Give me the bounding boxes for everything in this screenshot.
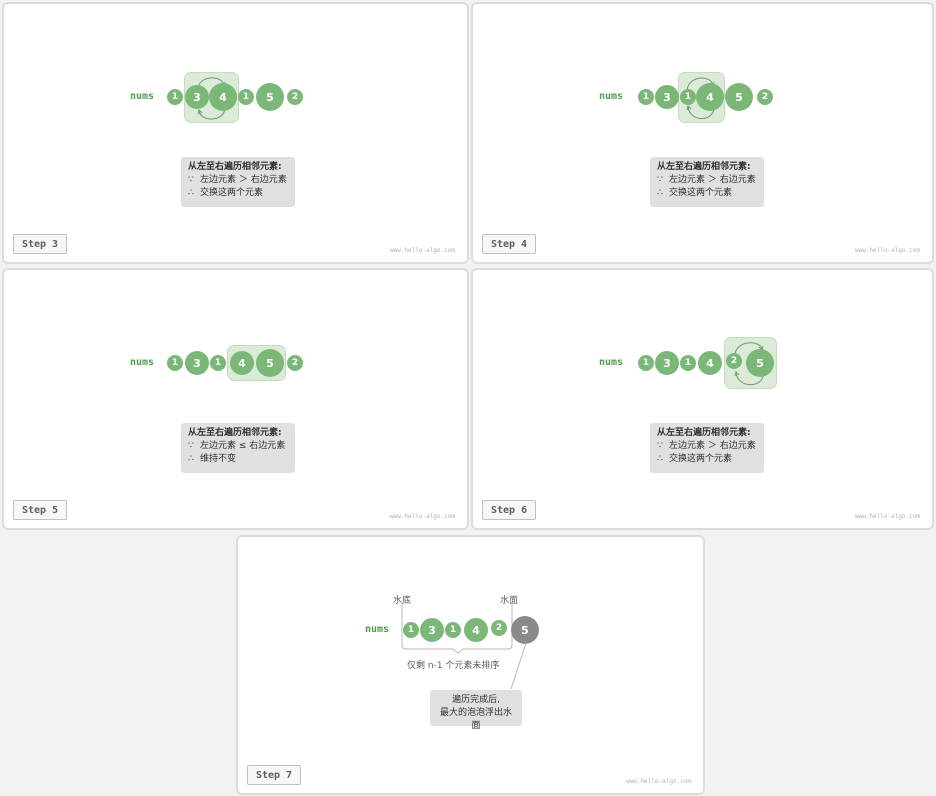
step-5-panel: nums 1 3 1 4 5 2 从左至右遍历相邻元素: ∵ 左边元素 ≤ 右边元… — [2, 268, 469, 530]
because-symbol: ∵ — [657, 441, 663, 451]
nums-label: nums — [130, 357, 155, 368]
surface-label: 水面 — [500, 596, 519, 606]
because-symbol: ∵ — [188, 175, 194, 185]
step-5-button[interactable]: Step 5 — [13, 500, 67, 520]
note-condition: 左边元素 ≤ 右边元素 — [200, 441, 286, 451]
array-element-compared-left: 4 — [230, 351, 254, 375]
watermark: www.hello-algo.com — [854, 513, 920, 520]
remaining-unsorted-label: 仅剩 n-1 个元素未排序 — [407, 661, 500, 671]
note-condition: 左边元素 ＞ 右边元素 — [669, 175, 756, 185]
note-title: 从左至右遍历相邻元素: — [188, 162, 282, 172]
array-element-compared-right: 5 — [256, 349, 284, 377]
array-element: 3 — [185, 351, 209, 375]
nums-label: nums — [365, 624, 390, 635]
array-element: 1 — [403, 622, 419, 638]
array-element: 4 — [698, 351, 722, 375]
nums-label: nums — [599, 91, 624, 102]
note-result: 交换这两个元素 — [200, 188, 264, 198]
completion-note-line1: 遍历完成后, — [452, 695, 500, 705]
comparison-note: 从左至右遍历相邻元素: ∵ 左边元素 ＞ 右边元素 ∴ 交换这两个元素 — [650, 423, 764, 473]
max-bubble-element: 5 — [511, 616, 539, 644]
array-element: 3 — [655, 351, 679, 375]
note-condition: 左边元素 ＞ 右边元素 — [669, 441, 756, 451]
therefore-symbol: ∴ — [657, 188, 663, 198]
unsorted-range-bracket — [401, 603, 513, 654]
array-element: 1 — [638, 355, 654, 371]
step-3-button[interactable]: Step 3 — [13, 234, 67, 254]
step-4-panel: nums 1 3 1 4 5 2 从左至右遍历相邻元素: ∵ 左边元素 ＞ 右边元… — [471, 2, 934, 264]
array-element: 4 — [464, 618, 488, 642]
array-element-compared-right: 4 — [209, 83, 237, 111]
comparison-note: 从左至右遍历相邻元素: ∵ 左边元素 ＞ 右边元素 ∴ 交换这两个元素 — [650, 157, 764, 207]
note-title: 从左至右遍历相邻元素: — [657, 428, 751, 438]
array-element: 1 — [167, 355, 183, 371]
array-element: 3 — [655, 85, 679, 109]
array-element: 5 — [256, 83, 284, 111]
watermark: www.hello-algo.com — [389, 247, 455, 254]
watermark: www.hello-algo.com — [854, 247, 920, 254]
array-element: 1 — [680, 355, 696, 371]
array-element: 1 — [167, 89, 183, 105]
watermark: www.hello-algo.com — [389, 513, 455, 520]
note-title: 从左至右遍历相邻元素: — [657, 162, 751, 172]
therefore-symbol: ∴ — [188, 188, 194, 198]
note-result: 交换这两个元素 — [669, 454, 733, 464]
array-element: 2 — [287, 89, 303, 105]
array-element: 1 — [445, 622, 461, 638]
array-element-compared-right: 5 — [746, 349, 774, 377]
array-element: 3 — [420, 618, 444, 642]
comparison-note: 从左至右遍历相邻元素: ∵ 左边元素 ＞ 右边元素 ∴ 交换这两个元素 — [181, 157, 295, 207]
note-condition: 左边元素 ＞ 右边元素 — [200, 175, 287, 185]
array-element-compared-left: 2 — [726, 353, 742, 369]
step-7-panel: 水底 水面 nums 1 3 1 4 2 5 仅剩 n-1 个元素未排序 遍历完… — [236, 535, 705, 795]
note-title: 从左至右遍历相邻元素: — [188, 428, 282, 438]
nums-label: nums — [599, 357, 624, 368]
therefore-symbol: ∴ — [188, 454, 194, 464]
array-element-compared-right: 4 — [696, 83, 724, 111]
note-result: 交换这两个元素 — [669, 188, 733, 198]
step-6-button[interactable]: Step 6 — [482, 500, 536, 520]
nums-label: nums — [130, 91, 155, 102]
completion-note: 遍历完成后, 最大的泡泡浮出水面 — [430, 690, 522, 731]
because-symbol: ∵ — [188, 441, 194, 451]
step-4-button[interactable]: Step 4 — [482, 234, 536, 254]
step-3-panel: nums 1 3 4 1 5 2 从左至右遍历相邻元素: ∵ 左边元素 ＞ 右边元… — [2, 2, 469, 264]
therefore-symbol: ∴ — [657, 454, 663, 464]
array-element: 2 — [491, 620, 507, 636]
array-element-compared-left: 3 — [185, 85, 209, 109]
step-6-panel: nums 1 3 1 4 2 5 从左至右遍历相邻元素: ∵ 左边元素 ＞ 右边元… — [471, 268, 934, 530]
note-result: 维持不变 — [200, 454, 237, 464]
array-element: 2 — [757, 89, 773, 105]
because-symbol: ∵ — [657, 175, 663, 185]
array-element: 1 — [638, 89, 654, 105]
step-7-button[interactable]: Step 7 — [247, 765, 301, 785]
array-element: 1 — [238, 89, 254, 105]
array-element: 5 — [725, 83, 753, 111]
array-element: 2 — [287, 355, 303, 371]
completion-note-line2: 最大的泡泡浮出水面 — [439, 708, 512, 731]
callout-line — [510, 642, 527, 690]
comparison-note: 从左至右遍历相邻元素: ∵ 左边元素 ≤ 右边元素 ∴ 维持不变 — [181, 423, 295, 473]
watermark: www.hello-algo.com — [625, 778, 691, 785]
array-element-compared-left: 1 — [680, 89, 696, 105]
bottom-label: 水底 — [393, 596, 412, 606]
array-element: 1 — [210, 355, 226, 371]
